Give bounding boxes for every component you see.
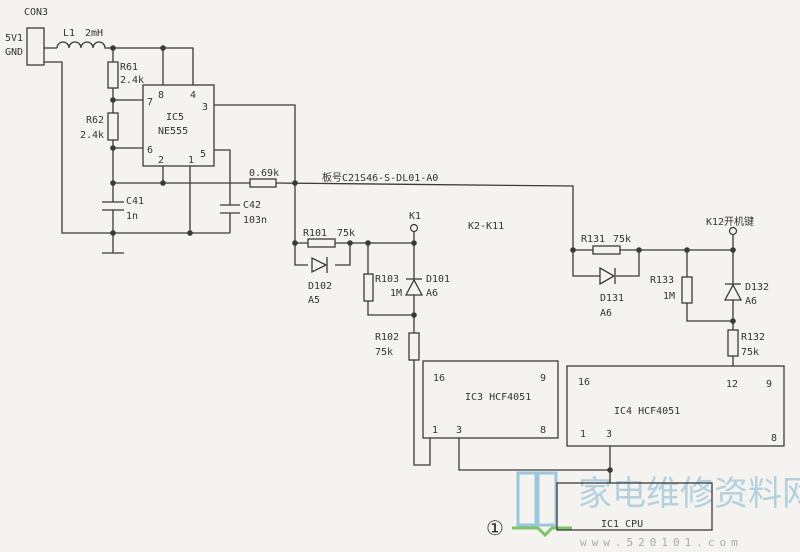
ic3-pin-3: 3 <box>456 425 462 436</box>
ic4-hcf4051: 16 12 9 IC4 HCF4051 1 3 8 <box>566 365 785 447</box>
resistor-0-69k <box>249 178 277 188</box>
c41-value: 1n <box>126 211 138 222</box>
c42-value: 103n <box>243 215 267 226</box>
con3-pin-5v1: 5V1 <box>5 33 23 44</box>
k1-label: K1 <box>409 211 421 222</box>
r132-value: 75k <box>741 347 759 358</box>
ic3-hcf4051: 16 9 IC3 HCF4051 1 3 8 <box>422 360 559 439</box>
ic5-pin-6: 6 <box>147 145 153 156</box>
r101-label: R101 <box>303 228 327 239</box>
r61-value: 2.4k <box>120 75 144 86</box>
r101-value: 75k <box>337 228 355 239</box>
r-out-value: 0.69k <box>249 168 279 179</box>
junction-dots <box>110 45 736 473</box>
ic4-pin-1: 1 <box>580 429 586 440</box>
ic5-pin-4: 4 <box>190 90 196 101</box>
ic5-pin-2: 2 <box>158 155 164 166</box>
ic1-cpu: IC1 CPU <box>556 482 713 531</box>
con3-label: CON3 <box>24 7 48 18</box>
resistor-r103 <box>363 273 374 302</box>
k1-terminal <box>409 223 419 233</box>
r131-label: R131 <box>581 234 605 245</box>
c41-label: C41 <box>126 196 144 207</box>
resistor-r102 <box>408 332 420 361</box>
k12-power-key-label: K12开机键 <box>706 215 754 228</box>
d101-value: A6 <box>426 288 438 299</box>
d101-label: D101 <box>426 274 450 285</box>
watermark-logo: 家电维修资料网 www.520101.com <box>512 471 800 549</box>
ic4-pin-3: 3 <box>606 429 612 440</box>
resistor-r61 <box>107 61 119 89</box>
diode-d132 <box>723 283 743 301</box>
ic1-label: IC1 CPU <box>601 519 643 530</box>
d102-value: A5 <box>308 295 320 306</box>
d132-value: A6 <box>745 296 757 307</box>
wires-to-cpu <box>458 438 611 483</box>
resistor-r132 <box>727 329 739 357</box>
l1-value: 2mH <box>85 28 103 39</box>
r62-value: 2.4k <box>80 130 104 141</box>
ic5-pin-1: 1 <box>188 155 194 166</box>
con3-pin-gnd: GND <box>5 47 23 58</box>
board-number-label: 板号C21S46-S-DL01-A0 <box>322 171 438 184</box>
ic3-pin-16: 16 <box>433 373 445 384</box>
ic5-ne555: 8 4 7 3 IC5 NE555 6 5 2 1 <box>142 84 215 167</box>
ic4-pin-16: 16 <box>578 377 590 388</box>
diode-d102 <box>311 256 328 274</box>
key-k12-network: K12开机键 R131 75k D131 A6 R133 1M D132 A6 … <box>572 215 769 366</box>
d102-label: D102 <box>308 281 332 292</box>
ic5-pin-3: 3 <box>202 102 208 113</box>
r61-label: R61 <box>120 62 138 73</box>
ic5-label: IC5 <box>166 112 184 123</box>
ic4-pin-9: 9 <box>766 379 772 390</box>
r62-label: R62 <box>86 115 104 126</box>
resistor-r62 <box>107 112 119 141</box>
ic5-pin-5: 5 <box>200 149 206 160</box>
resistor-r101 <box>307 238 336 248</box>
ic4-label: IC4 HCF4051 <box>614 406 680 417</box>
ic3-pin-1: 1 <box>432 425 438 436</box>
r102-label: R102 <box>375 332 399 343</box>
resistor-r133 <box>681 276 693 304</box>
r133-value: 1M <box>663 291 675 302</box>
connector-con3: CON3 5V1 GND <box>5 7 48 66</box>
wires-timer <box>44 47 574 266</box>
ic5-pin-7: 7 <box>147 97 153 108</box>
ic4-pin-12: 12 <box>726 379 738 390</box>
diode-d101 <box>404 278 424 296</box>
ic3-pin-9: 9 <box>540 373 546 384</box>
d131-label: D131 <box>600 293 624 304</box>
ic5-pin-8: 8 <box>158 90 164 101</box>
r132-label: R132 <box>741 332 765 343</box>
r102-value: 75k <box>375 347 393 358</box>
ic3-label: IC3 HCF4051 <box>465 392 531 403</box>
watermark-url: www.520101.com <box>580 536 743 549</box>
resistor-r131 <box>592 245 621 255</box>
d131-value: A6 <box>600 308 612 319</box>
k12-terminal <box>728 226 738 236</box>
watermark-text: 家电维修资料网 <box>578 474 800 514</box>
c42-label: C42 <box>243 200 261 211</box>
r133-label: R133 <box>650 275 674 286</box>
capacitor-c41: C41 1n <box>102 196 144 222</box>
r103-value: 1M <box>390 288 402 299</box>
l1-label: L1 <box>63 28 75 39</box>
figure-number: ① <box>486 516 504 540</box>
ic3-pin-8: 8 <box>540 425 546 436</box>
capacitor-c42: C42 103n <box>220 200 267 226</box>
d132-label: D132 <box>745 282 769 293</box>
k2-k11-label: K2-K11 <box>468 221 504 232</box>
r103-label: R103 <box>375 274 399 285</box>
ic5-type: NE555 <box>158 126 188 137</box>
r131-value: 75k <box>613 234 631 245</box>
ic4-pin-8: 8 <box>771 433 777 444</box>
inductor-l1: L1 2mH <box>44 28 113 49</box>
diode-d131 <box>599 266 616 286</box>
